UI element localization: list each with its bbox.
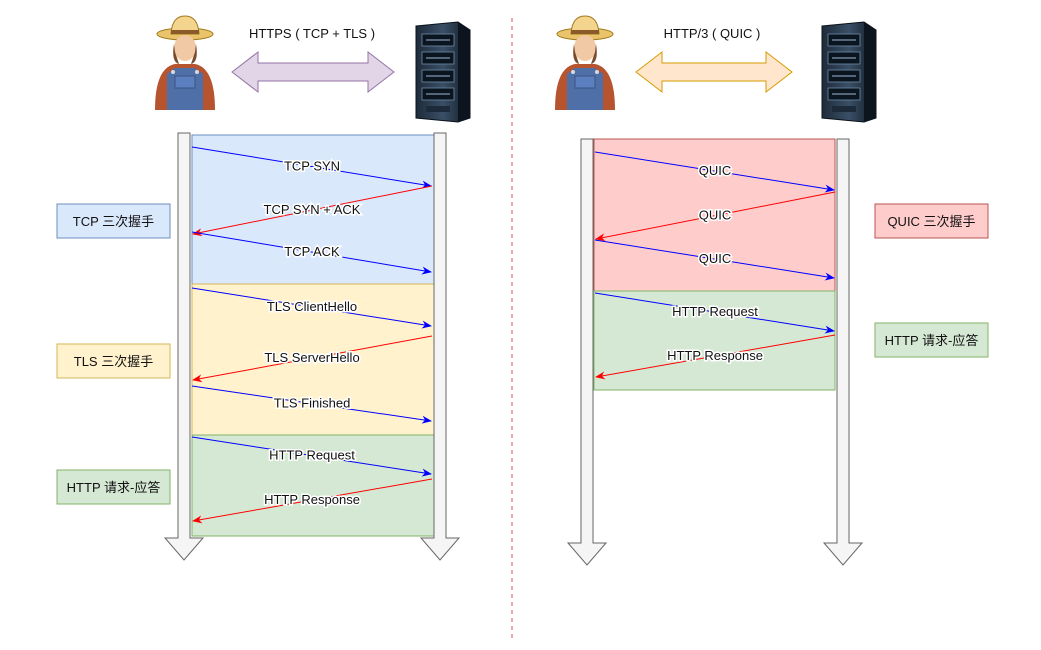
left-request-arrow-4 xyxy=(191,287,432,329)
right-message-label-3: QUIC xyxy=(699,251,732,266)
left-request-arrow-7 xyxy=(191,436,432,477)
right-phase-box-2 xyxy=(593,290,836,391)
right-server-icon xyxy=(821,21,877,123)
left-message-label-8: HTTP Response xyxy=(264,492,360,507)
left-phase-label-2: TLS 三次握手 xyxy=(74,354,153,369)
right-message-label-2: QUIC xyxy=(699,208,732,223)
left-request-arrow-1 xyxy=(191,146,432,189)
left-client-lifeline xyxy=(163,132,205,561)
right-request-arrow-1 xyxy=(594,151,835,193)
right-title-double-arrow xyxy=(635,50,793,94)
left-phase-box-2 xyxy=(191,283,435,436)
left-response-arrow-5 xyxy=(192,335,433,383)
right-request-arrow-3 xyxy=(594,239,835,281)
left-request-arrow-3 xyxy=(191,231,432,275)
left-message-label-1: TCP SYN xyxy=(284,159,340,174)
right-message-label-4: HTTP Request xyxy=(672,304,758,319)
right-client-lifeline xyxy=(566,138,608,566)
left-response-arrow-8 xyxy=(192,478,433,524)
right-response-arrow-2 xyxy=(595,191,836,242)
left-message-label-2: TCP SYN + ACK xyxy=(264,202,361,217)
left-message-label-3: TCP ACK xyxy=(284,244,340,259)
right-message-label-5: HTTP Response xyxy=(667,348,763,363)
left-request-arrow-6 xyxy=(191,385,432,424)
left-protocol-title: HTTPS ( TCP + TLS ) xyxy=(249,26,375,41)
left-client-icon xyxy=(154,15,216,111)
right-protocol-title: HTTP/3 ( QUIC ) xyxy=(664,26,761,41)
left-phase-label-box-1 xyxy=(56,203,171,239)
left-message-label-7: HTTP Request xyxy=(269,448,355,463)
right-message-label-1: QUIC xyxy=(699,163,732,178)
right-client-icon xyxy=(554,15,616,111)
left-phase-label-box-2 xyxy=(56,343,171,379)
left-server-icon xyxy=(415,21,471,123)
right-phase-label-box-2 xyxy=(874,322,989,358)
left-message-label-4: TLS ClientHello xyxy=(267,299,357,314)
right-phase-label-box-1 xyxy=(874,203,989,239)
right-server-lifeline xyxy=(822,138,864,566)
left-server-lifeline xyxy=(419,132,461,561)
right-phase-label-1: QUIC 三次握手 xyxy=(887,214,975,229)
left-phase-label-1: TCP 三次握手 xyxy=(73,214,154,229)
right-phase-box-1 xyxy=(593,138,836,292)
left-phase-label-box-3 xyxy=(56,469,171,505)
left-phase-label-3: HTTP 请求-应答 xyxy=(67,480,161,495)
right-phase-label-2: HTTP 请求-应答 xyxy=(885,333,979,348)
right-request-arrow-4 xyxy=(594,292,835,334)
left-title-double-arrow xyxy=(231,50,395,94)
left-response-arrow-2 xyxy=(192,185,433,237)
left-message-label-6: TLS Finished xyxy=(274,396,351,411)
left-message-label-5: TLS ServerHello xyxy=(264,350,359,365)
right-response-arrow-5 xyxy=(595,334,836,380)
